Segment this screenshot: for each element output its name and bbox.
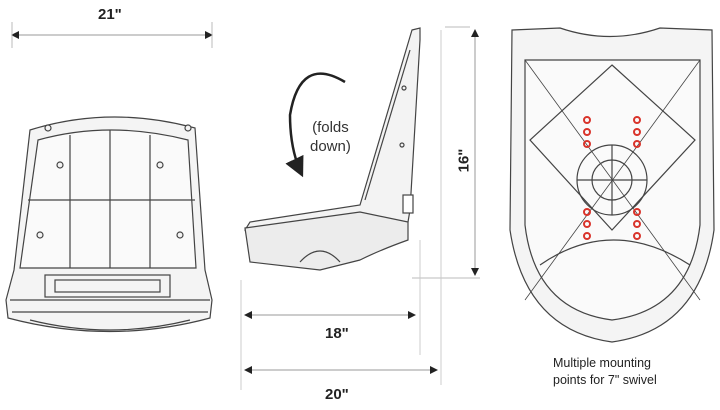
- fold-arrow: [285, 72, 346, 178]
- width-label: 21": [98, 6, 122, 23]
- caption-line1: Multiple mounting: [553, 356, 651, 370]
- fold-note-line1: (folds: [312, 119, 349, 136]
- side-view-seat: [244, 27, 421, 271]
- mounting-points: [583, 116, 641, 240]
- overall-depth-label: 20": [325, 386, 349, 403]
- height-label: 16": [455, 148, 473, 173]
- fold-note: (folds down): [310, 118, 351, 156]
- seat-depth-label: 18": [325, 325, 349, 342]
- depth-dimension-lines: [240, 30, 442, 390]
- mounting-caption: Multiple mounting points for 7" swivel: [553, 355, 657, 389]
- width-dimension-line: [11, 22, 213, 48]
- fold-note-line2: down): [310, 138, 351, 155]
- front-view-seat: [5, 116, 213, 333]
- bottom-view-seat: [509, 27, 715, 343]
- caption-line2: points for 7" swivel: [553, 373, 657, 387]
- height-dimension-line: [412, 26, 480, 279]
